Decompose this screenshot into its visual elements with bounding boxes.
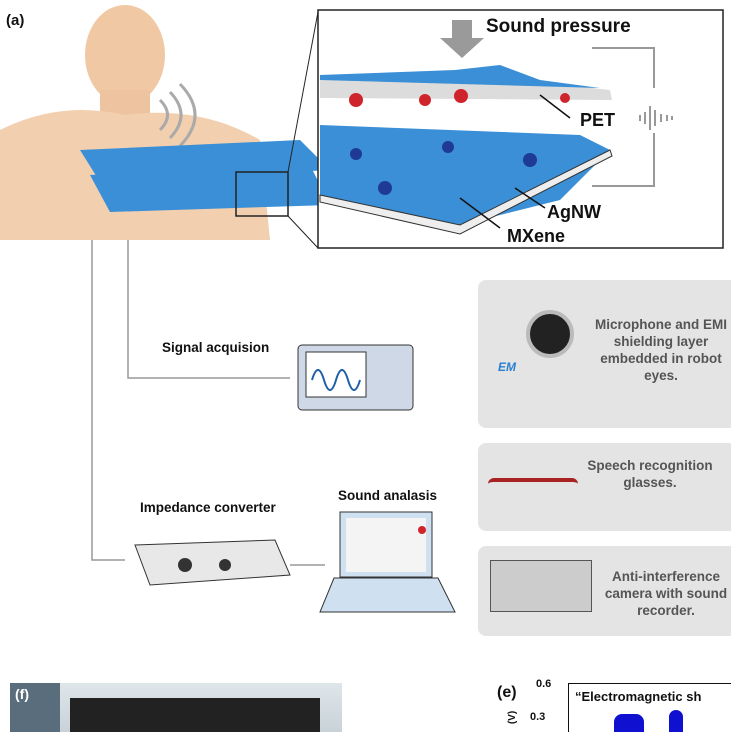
robot-icon bbox=[526, 310, 574, 358]
ytick-0.6: 0.6 bbox=[536, 678, 552, 690]
mxene-layer bbox=[320, 125, 610, 225]
app-text-robot: Microphone and EMI shielding layer embed… bbox=[594, 317, 727, 383]
laptop-icon bbox=[319, 511, 456, 613]
negative-charges bbox=[350, 141, 537, 195]
panel-f-photo: (f) bbox=[10, 683, 342, 732]
impedance-converter-label: Impedance converter bbox=[140, 500, 276, 515]
panel-e-label: (e) bbox=[497, 684, 517, 701]
app-text-glasses: Speech recognition glasses. bbox=[587, 458, 713, 490]
signal-acquisition-label: Signal acquision bbox=[162, 340, 270, 355]
oscilloscope-icon bbox=[297, 344, 414, 411]
monitor bbox=[70, 698, 320, 732]
pet-label: PET bbox=[580, 110, 616, 130]
camera-icon bbox=[490, 560, 592, 612]
connector-impedance bbox=[91, 240, 125, 561]
connector-signal bbox=[127, 240, 290, 379]
positive-charges bbox=[349, 89, 570, 107]
zoom-box bbox=[235, 171, 289, 217]
app-card-glasses: Speech recognition glasses. bbox=[478, 443, 731, 531]
app-card-camera: Anti-interference camera with sound reco… bbox=[478, 546, 731, 636]
mxene-label: MXene bbox=[507, 226, 566, 246]
panel-f-label: (f) bbox=[15, 686, 29, 702]
chart-e-title: “Electromagnetic sh bbox=[575, 689, 702, 704]
circuit-wire bbox=[592, 47, 655, 187]
sound-pressure-label: Sound pressure bbox=[486, 16, 631, 37]
sound-analysis-label: Sound analasis bbox=[338, 488, 438, 503]
em-label: EM bbox=[498, 360, 516, 374]
arrow-down-icon bbox=[440, 20, 484, 58]
app-text-camera: Anti-interference camera with sound reco… bbox=[604, 569, 728, 618]
ytick-0.3: 0.3 bbox=[530, 711, 546, 723]
impedance-converter-icon bbox=[134, 539, 291, 586]
ylabel: (V) bbox=[507, 710, 519, 725]
panel-a-label: (a) bbox=[6, 12, 25, 29]
agnw-label: AgNW bbox=[547, 202, 601, 222]
app-card-robot: EM Microphone and EMI shielding layer em… bbox=[478, 280, 731, 428]
audio-signal-icon bbox=[639, 106, 673, 130]
glasses-icon bbox=[488, 478, 578, 494]
chart-e-frame: “Electromagnetic sh bbox=[568, 683, 731, 732]
sound-wave-icon bbox=[158, 82, 197, 148]
film-bottom bbox=[90, 165, 330, 212]
